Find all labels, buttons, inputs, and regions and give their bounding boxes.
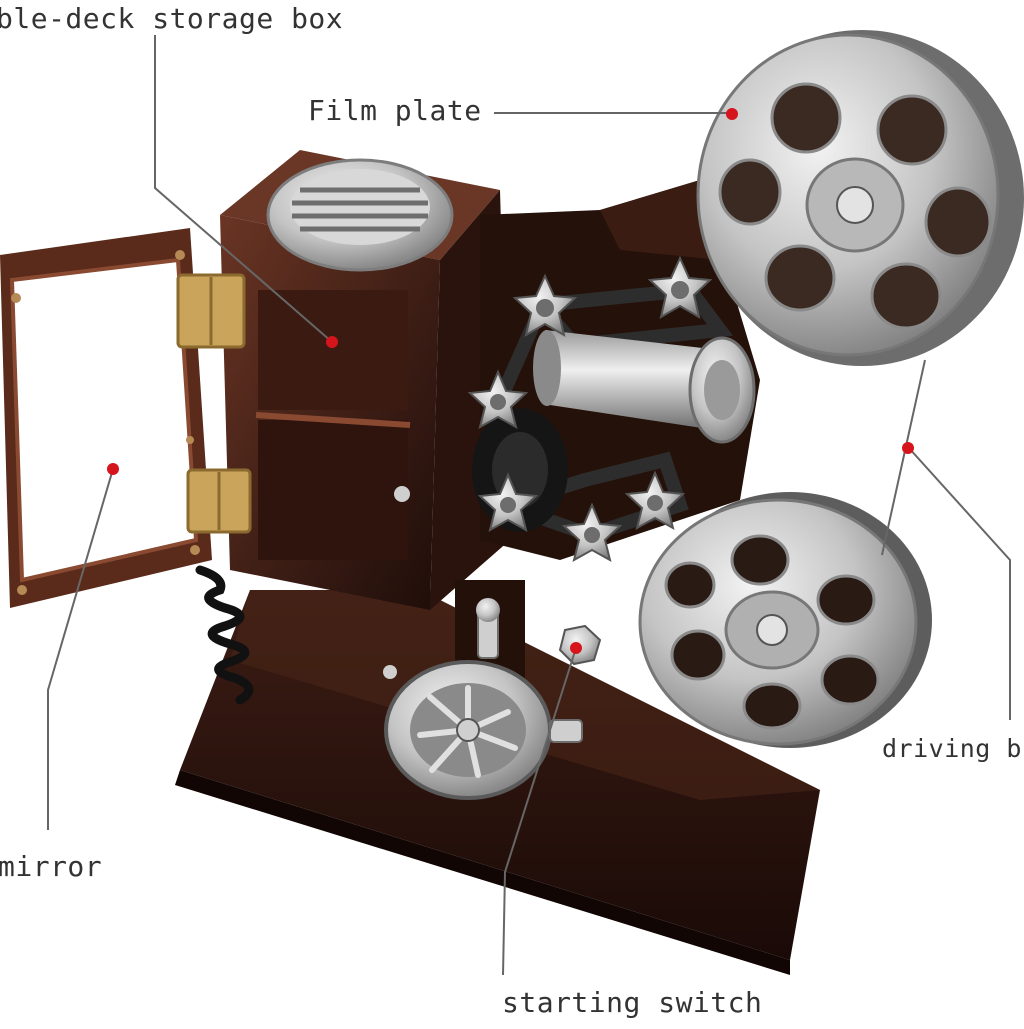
pointer-dot-film-plate (726, 108, 738, 120)
leader-line-starting-switch (502, 647, 577, 976)
lower-film-reel (638, 492, 932, 748)
leader-line-driving-belt (881, 359, 926, 556)
power-cord (195, 565, 254, 705)
mirror-door (0, 228, 212, 608)
label-film-plate: Film plate (308, 94, 482, 127)
crank-wheel (383, 580, 583, 800)
leader-line-driving (907, 446, 1011, 720)
music-cylinder (533, 330, 756, 444)
leader-lines (47, 35, 1011, 976)
top-vent-grille (266, 158, 454, 272)
storage-box (220, 150, 510, 610)
label-storage-box: ble-deck storage box (0, 2, 344, 35)
sprocket-gears (467, 255, 713, 562)
label-starting-switch: starting switch (502, 986, 763, 1019)
pointer-dots (107, 108, 914, 654)
leader-line-mirror (47, 468, 114, 830)
pointer-dot-driving-belt (902, 442, 914, 454)
pointer-dot-storage-box (326, 336, 338, 348)
leader-line-storage-box (154, 35, 333, 343)
upper-film-reel (696, 30, 1024, 366)
label-driving-belt: driving b (882, 734, 1022, 763)
pointer-dot-starting-switch (570, 642, 582, 654)
door-hinges (176, 273, 252, 534)
label-mirror: mirror (0, 850, 103, 883)
pointer-dot-mirror (107, 463, 119, 475)
